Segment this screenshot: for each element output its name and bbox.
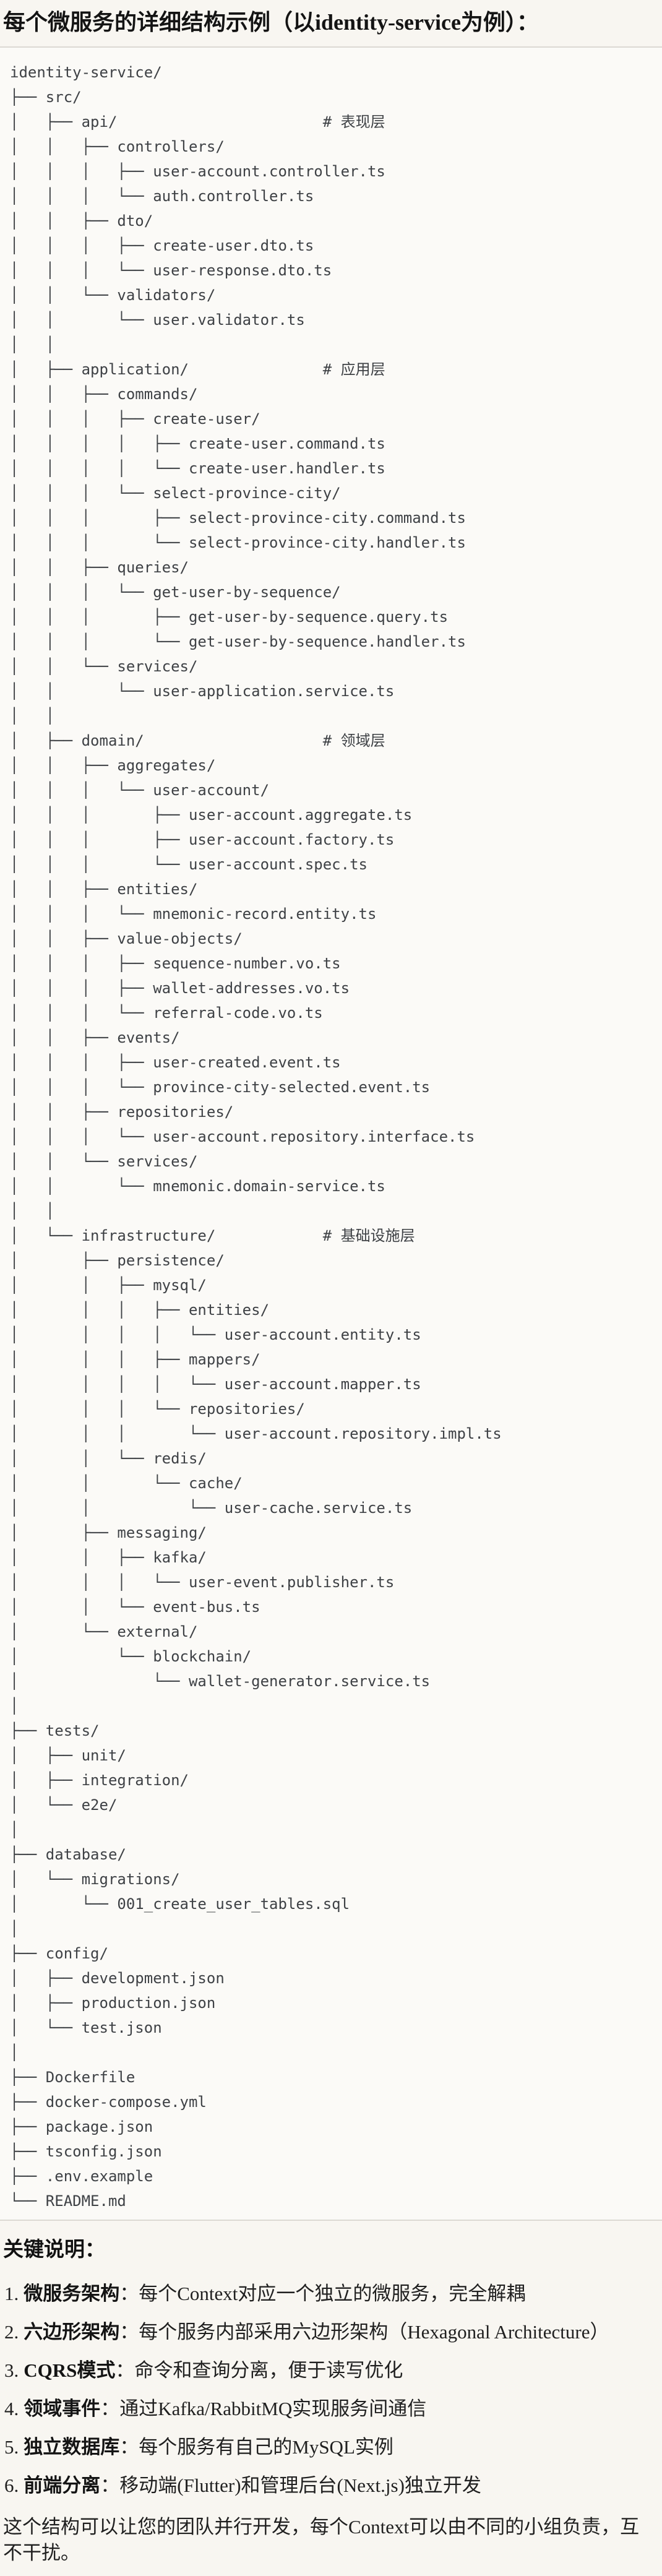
note-item-colon: ： bbox=[119, 2321, 139, 2343]
note-item-number: 5. bbox=[4, 2436, 19, 2458]
page-header: 每个微服务的详细结构示例（以identity-service为例）： bbox=[0, 0, 662, 38]
note-item-number: 1. bbox=[4, 2283, 19, 2304]
note-item: 4.领域事件：通过Kafka/RabbitMQ实现服务间通信 bbox=[4, 2397, 656, 2421]
note-item-text: 每个Context对应一个独立的微服务，完全解耦 bbox=[139, 2283, 526, 2304]
note-item-number: 6. bbox=[4, 2475, 19, 2496]
notes-heading: 关键说明： bbox=[3, 2239, 105, 2261]
note-item: 1.微服务架构：每个Context对应一个独立的微服务，完全解耦 bbox=[4, 2281, 656, 2306]
note-item-colon: ： bbox=[119, 2283, 139, 2304]
note-item: 6.前端分离：移动端(Flutter)和管理后台(Next.js)独立开发 bbox=[4, 2473, 656, 2498]
note-item: 2.六边形架构：每个服务内部采用六边形架构（Hexagonal Architec… bbox=[4, 2320, 656, 2345]
note-item-text: 每个服务内部采用六边形架构（Hexagonal Architecture） bbox=[139, 2321, 609, 2343]
note-item-number: 3. bbox=[4, 2359, 19, 2381]
note-item-text: 通过Kafka/RabbitMQ实现服务间通信 bbox=[119, 2398, 427, 2419]
note-item-term: 微服务架构 bbox=[24, 2283, 120, 2304]
note-item-term: 领域事件 bbox=[24, 2398, 101, 2419]
note-item-term: CQRS模式 bbox=[24, 2359, 116, 2381]
note-item-colon: ： bbox=[100, 2475, 120, 2496]
note-item-term: 六边形架构 bbox=[24, 2321, 120, 2343]
note-item-colon: ： bbox=[119, 2436, 139, 2458]
closing-paragraph: 这个结构可以让您的团队并行开发，每个Context可以由不同的小组负责，互不干扰… bbox=[3, 2516, 640, 2564]
note-item-term: 前端分离 bbox=[24, 2475, 101, 2496]
directory-tree-codeblock: identity-service/ ├── src/ │ ├── api/ # … bbox=[0, 46, 662, 2221]
directory-tree: identity-service/ ├── src/ │ ├── api/ # … bbox=[10, 64, 502, 2210]
note-item-colon: ： bbox=[115, 2359, 135, 2381]
note-item-text: 每个服务有自己的MySQL实例 bbox=[139, 2436, 393, 2458]
note-item-number: 4. bbox=[4, 2398, 19, 2419]
note-item-colon: ： bbox=[100, 2398, 120, 2419]
note-item-number: 2. bbox=[4, 2321, 19, 2343]
note-item-term: 独立数据库 bbox=[24, 2436, 120, 2458]
note-item-text: 命令和查询分离，便于读写优化 bbox=[134, 2359, 403, 2381]
note-item: 5.独立数据库：每个服务有自己的MySQL实例 bbox=[4, 2435, 656, 2460]
page-title: 每个微服务的详细结构示例（以identity-service为例）： bbox=[3, 10, 539, 35]
note-item-text: 移动端(Flutter)和管理后台(Next.js)独立开发 bbox=[119, 2475, 481, 2496]
note-item: 3.CQRS模式：命令和查询分离，便于读写优化 bbox=[4, 2358, 656, 2383]
